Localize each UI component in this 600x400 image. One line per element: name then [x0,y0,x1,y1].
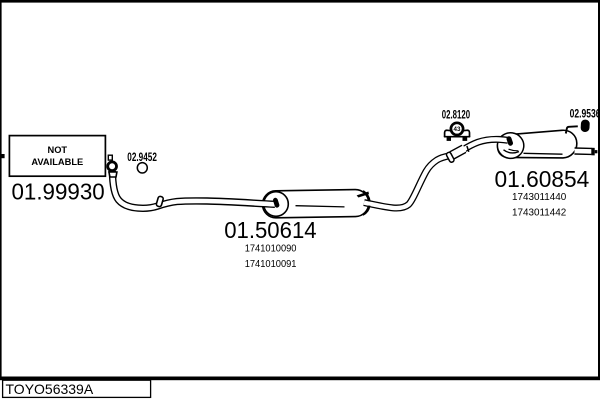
svg-text:1743011440: 1743011440 [512,191,566,203]
svg-text:43: 43 [454,126,461,133]
svg-text:AVAILABLE: AVAILABLE [31,157,83,167]
svg-text:02.9536: 02.9536 [570,109,600,121]
svg-text:NOT: NOT [47,145,67,155]
svg-text:01.99930: 01.99930 [12,179,105,205]
svg-text:01.50614: 01.50614 [224,217,317,243]
svg-text:1741010090: 1741010090 [245,242,297,254]
svg-text:02.8120: 02.8120 [442,109,470,121]
svg-text:01.60854: 01.60854 [495,166,590,192]
svg-text:1743011442: 1743011442 [512,207,566,219]
svg-text:02.9452: 02.9452 [127,152,157,164]
svg-text:TOYO56339A: TOYO56339A [6,381,94,397]
svg-text:1741010091: 1741010091 [245,258,297,270]
